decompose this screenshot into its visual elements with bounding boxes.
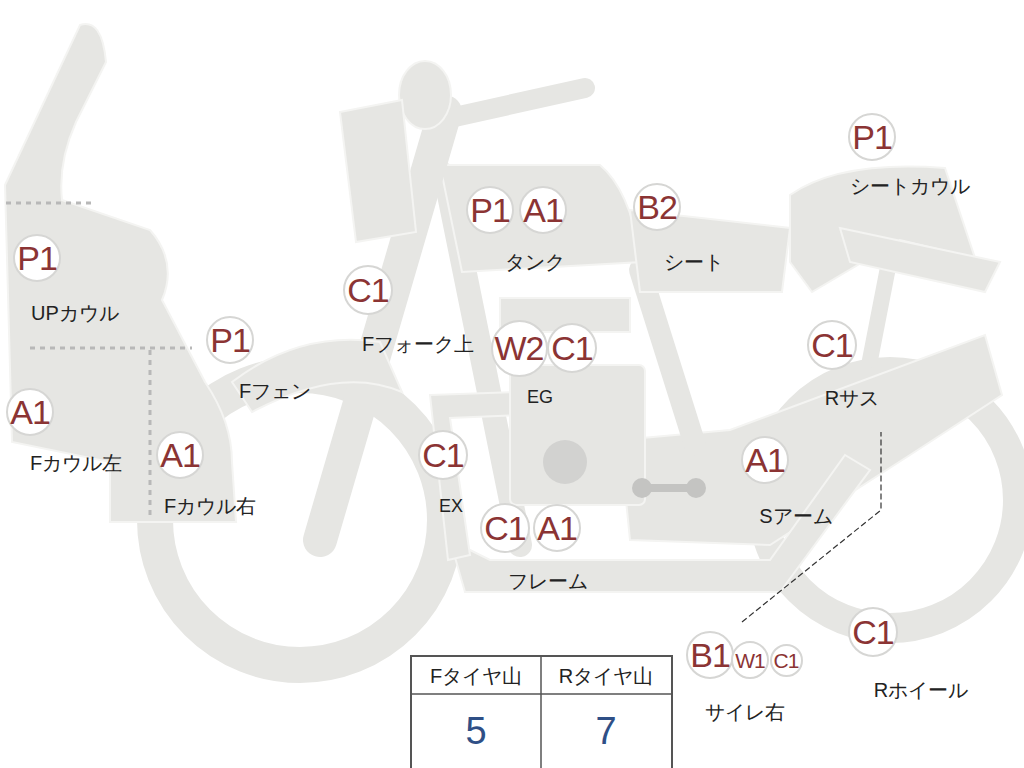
damage-code: C1 (774, 650, 799, 671)
damage-code: B1 (690, 638, 730, 672)
table-cell: Rタイヤ山 (559, 665, 653, 687)
damage-code: C1 (811, 328, 852, 362)
part-name: タンク (505, 251, 565, 273)
part-name: Sアーム (759, 505, 832, 527)
table-cell: 7 (595, 711, 616, 753)
damage-code-circle: P1 (206, 316, 254, 364)
part-name: Rサス (825, 387, 879, 409)
damage-code-circle: C1 (807, 320, 857, 370)
damage-code: C1 (484, 511, 525, 545)
damage-code-circle: C1 (418, 430, 468, 480)
damage-code-circle: C1 (343, 265, 393, 315)
damage-code: B2 (637, 190, 677, 224)
table-cell: 5 (465, 711, 486, 753)
tread-table (411, 656, 672, 768)
damage-code: C1 (551, 331, 592, 365)
damage-code-circle: C1 (547, 323, 597, 373)
damage-code: P1 (852, 120, 892, 154)
damage-code-circle: P1 (848, 113, 896, 161)
damage-code-circle: A1 (533, 504, 581, 552)
damage-code: P1 (210, 323, 250, 357)
leader-line (742, 432, 881, 622)
table-cell: Fタイヤ山 (430, 665, 522, 687)
part-name: Rホイール (874, 679, 968, 701)
damage-code-circle: P1 (13, 234, 61, 282)
damage-code-circle: A1 (519, 186, 567, 234)
damage-code: P1 (470, 193, 510, 227)
part-name: Fフォーク上 (362, 333, 474, 355)
damage-code: C1 (347, 273, 388, 307)
damage-code: P1 (17, 241, 57, 275)
part-name: シート (664, 251, 724, 273)
damage-code-circle: B2 (633, 183, 681, 231)
damage-code-circle: A1 (6, 388, 54, 436)
part-name: Fカウル右 (164, 495, 256, 517)
damage-code: A1 (523, 193, 563, 227)
damage-code-circle: W1 (731, 641, 769, 679)
part-name: Fカウル左 (30, 452, 122, 474)
damage-code: C1 (422, 438, 463, 472)
part-name: シートカウル (850, 175, 970, 197)
damage-code-circle: C1 (848, 607, 898, 657)
damage-code-circle: W2 (491, 320, 548, 377)
damage-code-circle: A1 (741, 436, 789, 484)
damage-code: A1 (10, 395, 50, 429)
damage-code: W2 (495, 331, 544, 365)
bike-silhouette (5, 24, 1018, 665)
damage-code: C1 (852, 615, 893, 649)
damage-code-circle: C1 (770, 644, 803, 677)
part-name: Fフェン (239, 380, 311, 402)
damage-code: A1 (745, 443, 785, 477)
damage-code-circle: P1 (466, 186, 514, 234)
damage-code: A1 (537, 511, 577, 545)
damage-code: A1 (160, 438, 200, 472)
damage-code-circle: B1 (686, 631, 734, 679)
part-name: フレーム (508, 570, 588, 592)
damage-code-circle: A1 (156, 431, 204, 479)
part-name: サイレ右 (705, 701, 785, 723)
part-name: UPカウル (31, 302, 119, 324)
part-name: EG (527, 388, 553, 408)
damage-code-circle: C1 (480, 503, 530, 553)
part-name: EX (439, 497, 463, 517)
damage-code: W1 (735, 650, 765, 671)
